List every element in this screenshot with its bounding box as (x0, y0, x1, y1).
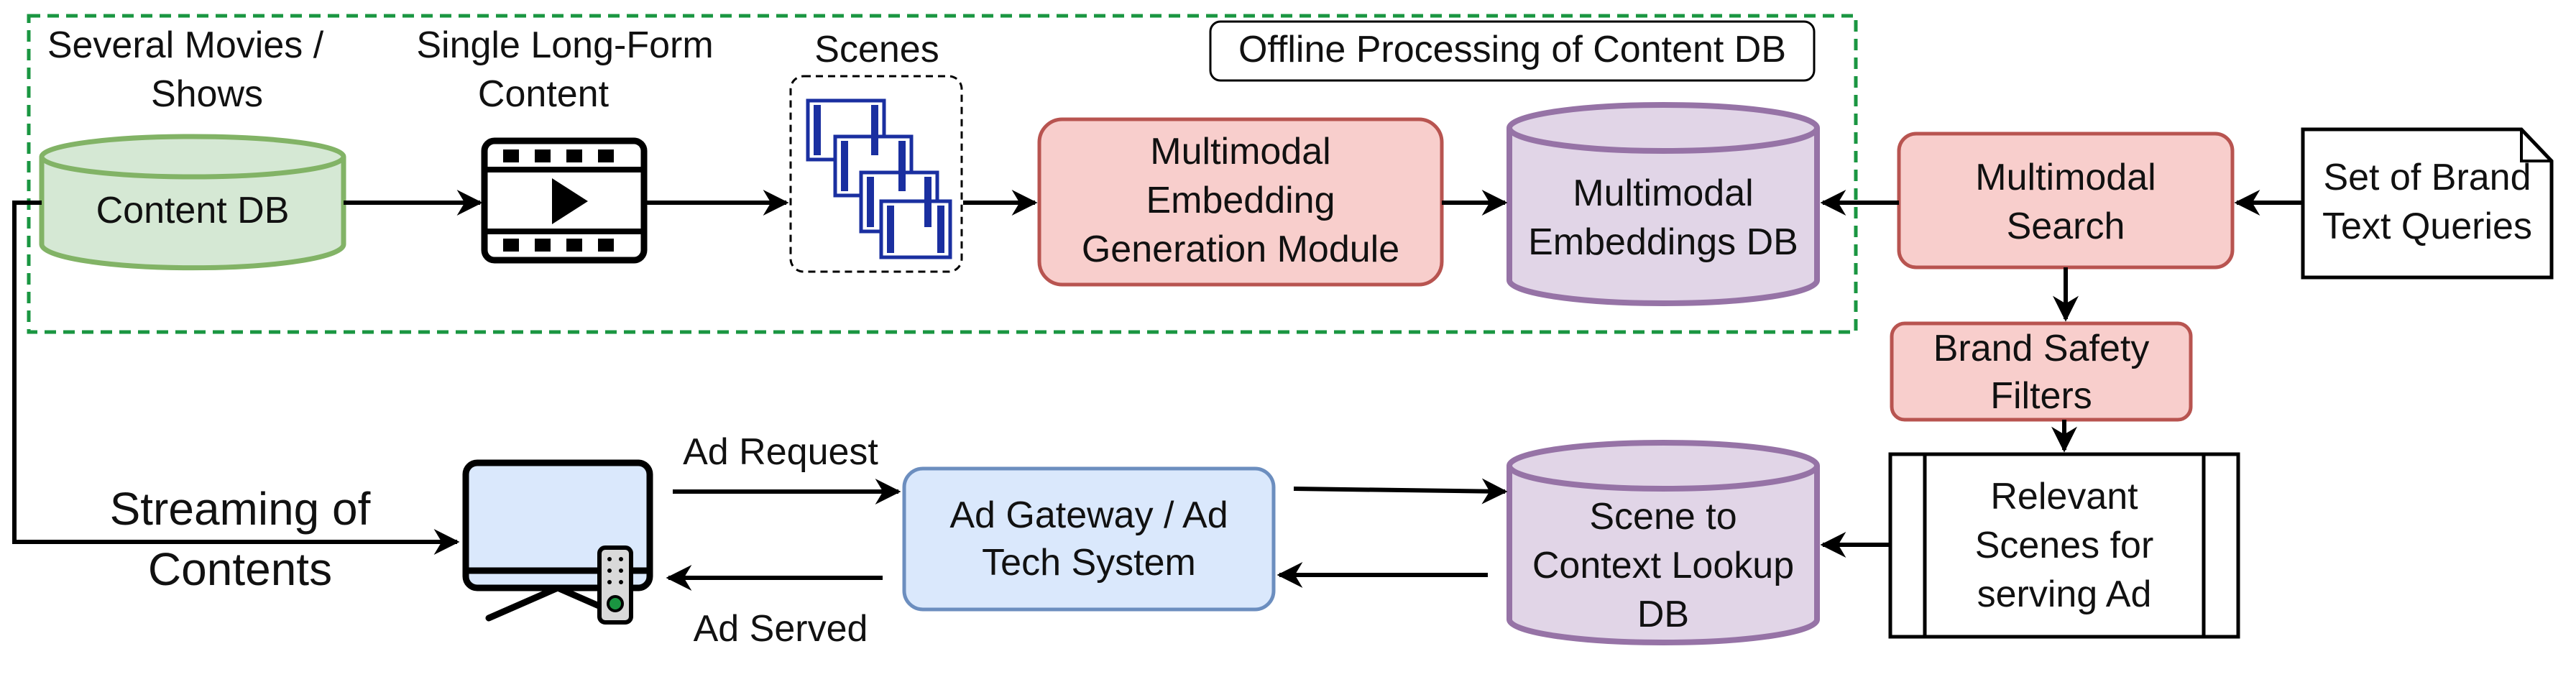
brand-safety-filters: Brand Safety Filters (1890, 321, 2193, 422)
context-lookup-db: Scene to Context Lookup DB (1506, 440, 1820, 645)
brand-text-queries-label-line1: Set of Brand (2323, 157, 2531, 198)
streaming-label-line1: Streaming of (110, 483, 371, 535)
television-remote-icon (462, 459, 653, 625)
relevant-scenes-label-line2: Scenes for (1975, 525, 2154, 566)
offline-region-label: Offline Processing of Content DB (1238, 29, 1786, 70)
film-strip-stack-icon (789, 75, 963, 273)
relevant-scenes-label-line1: Relevant (1990, 476, 2138, 517)
several-movies-label-line1: Several Movies / (47, 24, 324, 66)
ad-gateway: Ad Gateway / Ad Tech System (902, 466, 1276, 612)
embedding-generation-label-line1: Multimodal (1150, 131, 1330, 172)
arrow-content-db-stream-to-tv (12, 201, 460, 555)
single-long-form-label-line2: Content (478, 73, 610, 115)
single-long-form-label-line1: Single Long-Form (416, 24, 713, 66)
context-lookup-label-line3: DB (1637, 594, 1689, 635)
embedding-generation-label-line3: Generation Module (1082, 229, 1399, 270)
multimodal-search-label-line2: Search (2007, 206, 2125, 247)
ad-gateway-label-line2: Tech System (982, 542, 1196, 584)
brand-safety-label-line1: Brand Safety (1933, 328, 2150, 369)
embedding-generation-module: Multimodal Embedding Generation Module (1037, 117, 1444, 287)
brand-text-queries-label-line2: Text Queries (2322, 206, 2532, 247)
ad-gateway-label-line1: Ad Gateway / Ad (949, 494, 1228, 536)
several-movies-label-line2: Shows (151, 73, 263, 115)
context-lookup-label-line2: Context Lookup (1532, 545, 1794, 586)
ad-request-label: Ad Request (683, 431, 878, 473)
brand-text-queries: Set of Brand Text Queries (2301, 127, 2554, 280)
multimodal-search: Multimodal Search (1897, 132, 2235, 270)
offline-region (27, 14, 1858, 334)
context-lookup-label-line1: Scene to (1589, 496, 1736, 538)
content-db: Content DB (39, 134, 346, 271)
embedding-generation-label-line2: Embedding (1146, 180, 1335, 221)
multimodal-search-label-line1: Multimodal (1975, 157, 2156, 198)
arrow-gateway-to-lookup (1293, 478, 1508, 505)
relevant-scenes: Relevant Scenes for serving Ad (1888, 452, 2240, 639)
embeddings-db-label-line2: Embeddings DB (1528, 221, 1798, 263)
content-db-label: Content DB (96, 190, 290, 231)
relevant-scenes-label-line3: serving Ad (1977, 574, 2152, 615)
embeddings-db-label-line1: Multimodal (1573, 172, 1753, 214)
scenes-label: Scenes (814, 29, 939, 70)
embeddings-db: Multimodal Embeddings DB (1506, 102, 1820, 306)
offline-region-label-box: Offline Processing of Content DB (1209, 20, 1816, 82)
brand-safety-label-line2: Filters (1990, 375, 2092, 417)
film-clapper-play-icon (481, 137, 648, 264)
connectors (12, 190, 2303, 591)
ad-served-label: Ad Served (694, 608, 868, 650)
streaming-label-line2: Contents (148, 543, 332, 595)
